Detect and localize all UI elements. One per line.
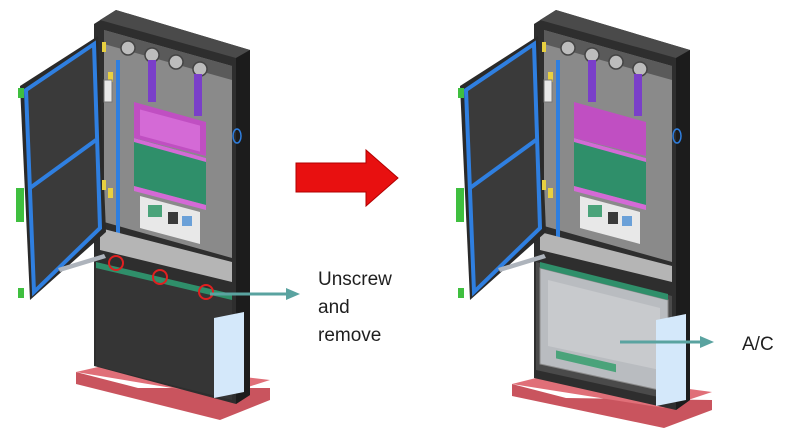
cabinet-before: [16, 10, 300, 420]
caption-line-2: and: [318, 297, 350, 318]
screw-marker-3: [198, 284, 214, 300]
lower-panel-closed: [96, 262, 244, 400]
caption-line-3: remove: [318, 325, 382, 346]
screw-marker-1: [108, 255, 124, 271]
caption-ac: A/C: [742, 334, 774, 355]
pointer-arrow-right: [620, 336, 714, 348]
caption-line-1: Unscrew: [318, 269, 392, 290]
cabinet-after: [456, 10, 714, 428]
pointer-arrow-left: [210, 288, 300, 300]
screw-marker-2: [152, 269, 168, 285]
open-door-left: [16, 36, 106, 300]
transition-arrow-icon: [295, 148, 399, 208]
open-door-right: [456, 36, 546, 300]
screw-markers: [108, 255, 214, 300]
ac-unit: [536, 262, 686, 406]
interior-upper-left: [100, 30, 242, 282]
caption-unscrew-and-remove: Unscrew and remove: [318, 266, 392, 350]
interior-upper-right: [540, 30, 682, 282]
